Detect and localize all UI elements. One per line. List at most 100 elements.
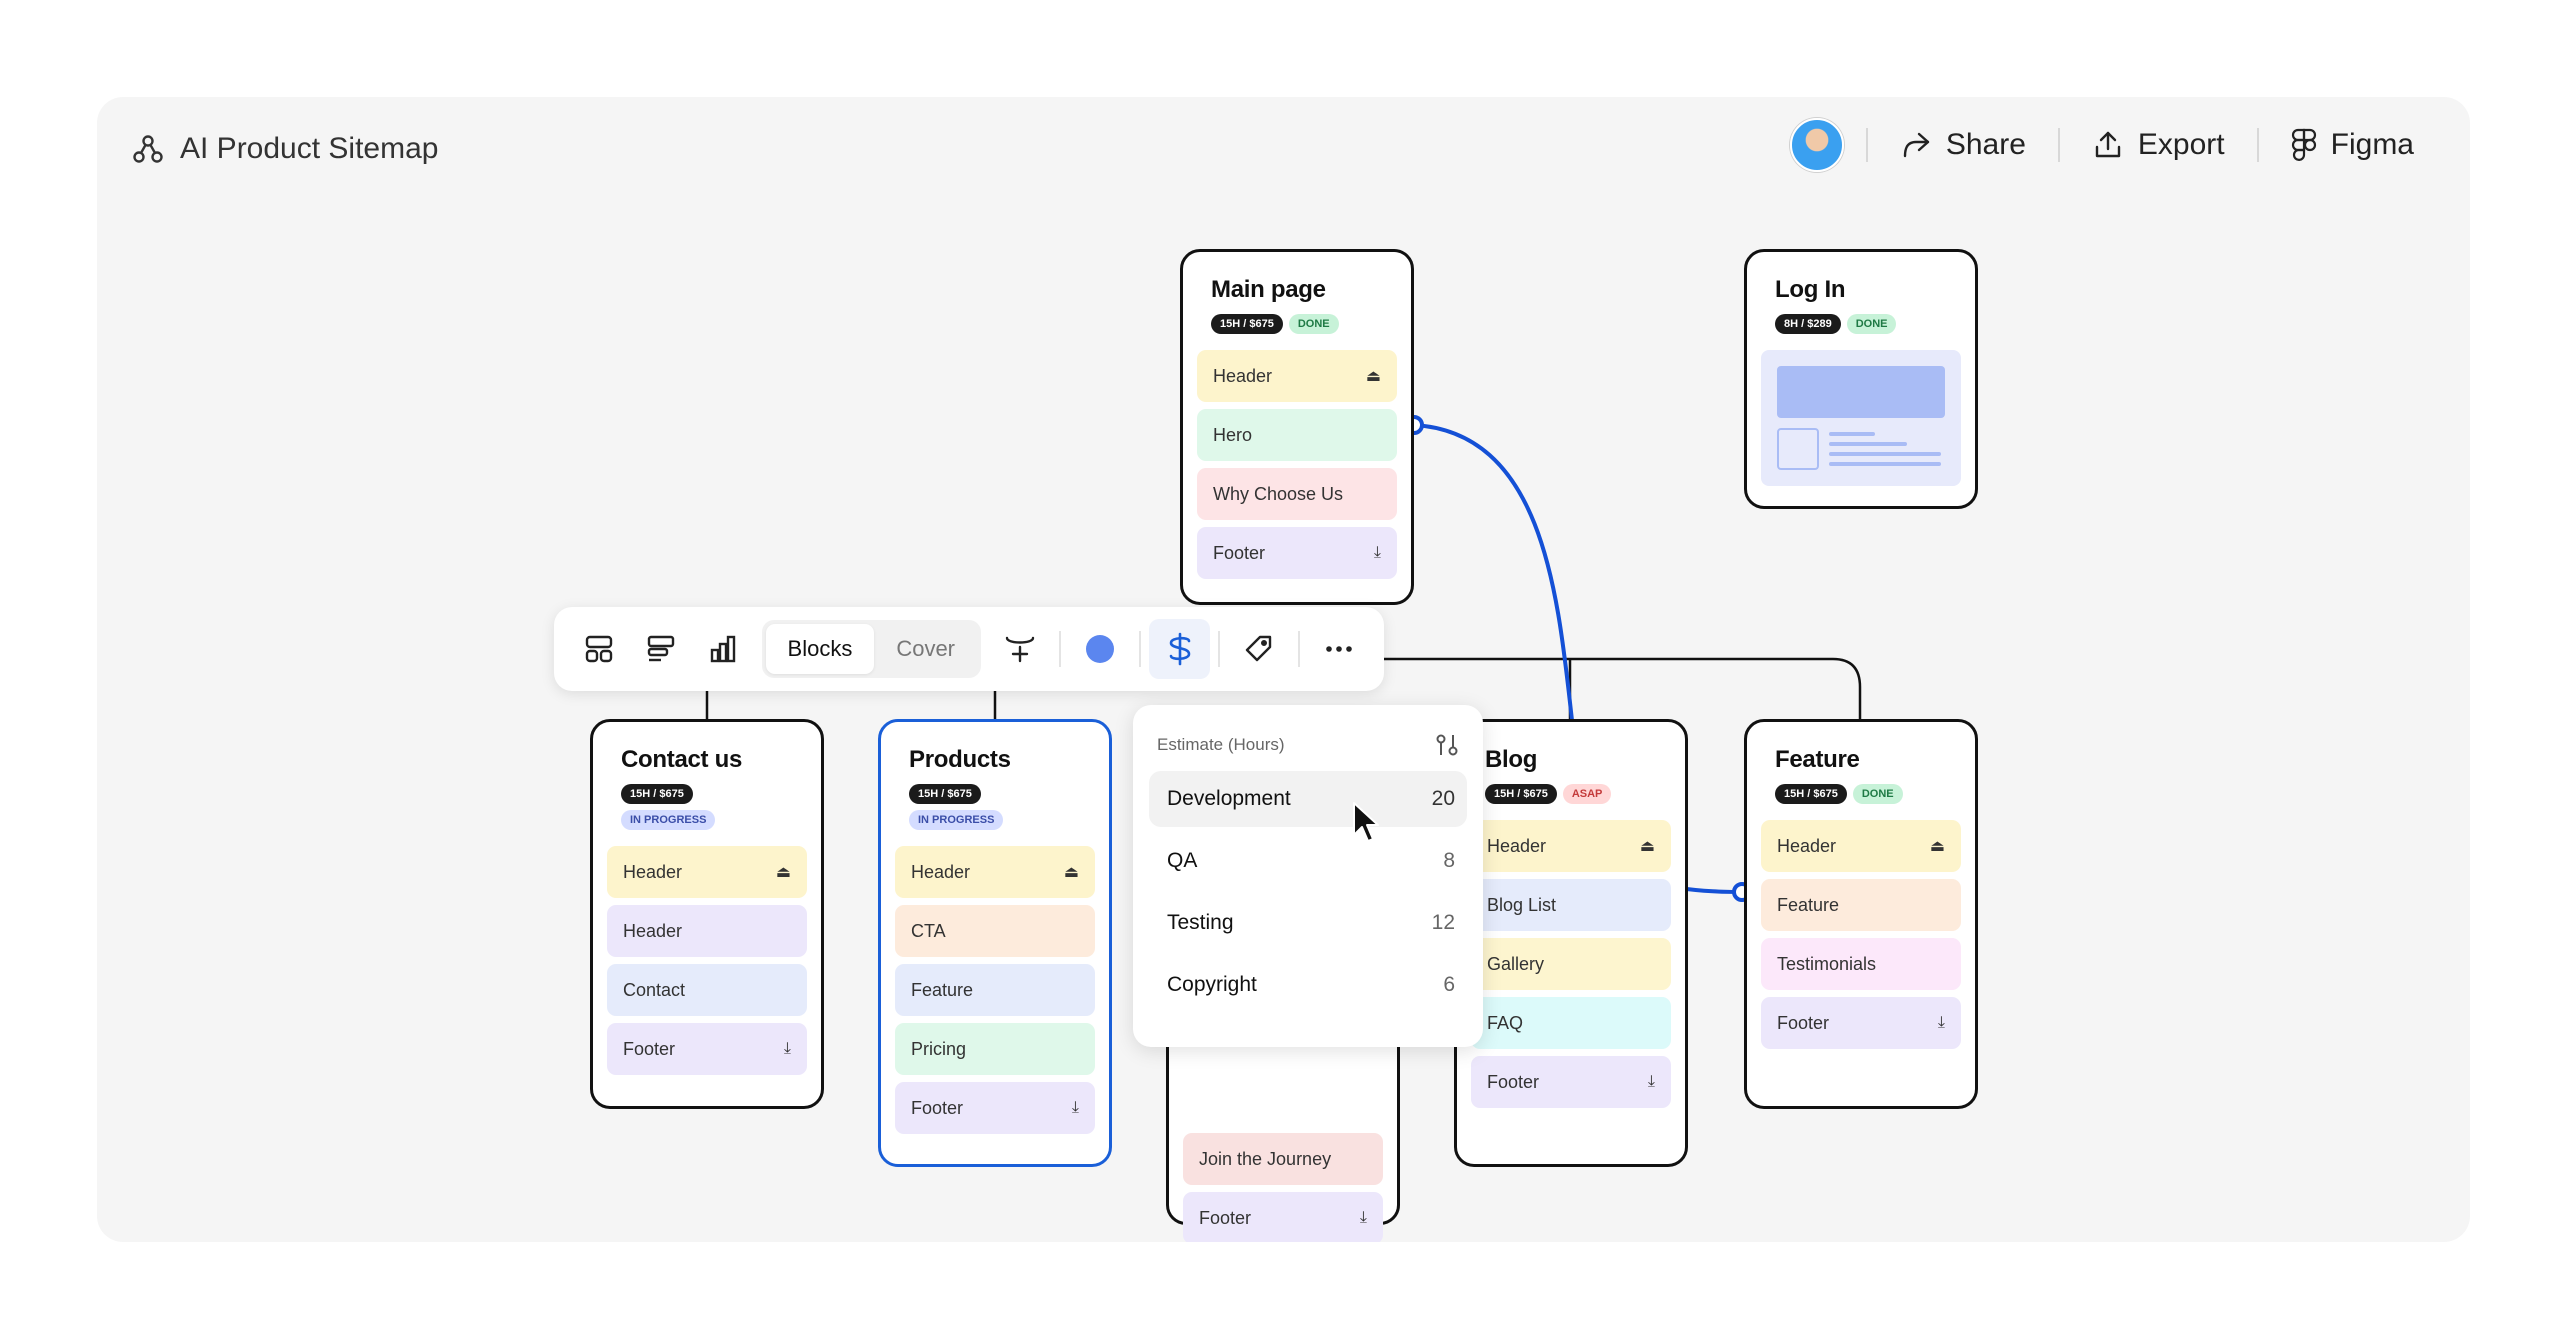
block-cta[interactable]: CTA	[895, 905, 1095, 957]
card-title: Log In	[1775, 276, 1846, 303]
sitemap-logo-icon	[132, 133, 164, 165]
divider	[1058, 631, 1061, 667]
share-icon	[1900, 130, 1932, 160]
block-contact[interactable]: Contact	[607, 964, 807, 1016]
status-badge: ASAP	[1562, 784, 1612, 804]
figma-icon	[2291, 128, 2317, 162]
block-why-choose-us[interactable]: Why Choose Us	[1197, 468, 1397, 520]
color-button[interactable]	[1069, 619, 1131, 679]
app-title: AI Product Sitemap	[180, 132, 439, 165]
divider	[1218, 631, 1221, 667]
view-segmented-control: Blocks Cover	[761, 620, 982, 678]
sitemap-canvas[interactable]: AI Product Sitemap Share Export	[97, 97, 2470, 1242]
pin-bottom-icon: ⤓	[1647, 1073, 1655, 1090]
chart-button[interactable]	[692, 619, 754, 679]
block-join-the-journey[interactable]: Join the Journey	[1183, 1133, 1383, 1185]
menu-item-development[interactable]: Development 20	[1149, 771, 1467, 827]
tag-button[interactable]	[1228, 619, 1290, 679]
divider	[2256, 128, 2259, 162]
figma-label: Figma	[2330, 128, 2414, 161]
cost-badge: 15H / $675	[621, 784, 693, 804]
status-badge: IN PROGRESS	[621, 810, 716, 830]
block-gallery[interactable]: Gallery	[1471, 938, 1671, 990]
pin-bottom-icon: ⤓	[1359, 1209, 1367, 1226]
status-badge: DONE	[1846, 314, 1897, 334]
card-main-page[interactable]: Main page 15H / $675 DONE Header⏏ Hero W…	[1180, 249, 1414, 605]
topbar-actions: Share Export Figma	[1789, 118, 2424, 172]
block-hero[interactable]: Hero	[1197, 409, 1397, 461]
card-feature[interactable]: Feature 15H / $675 DONE Header⏏ Feature …	[1744, 719, 1978, 1109]
bar-chart-icon	[710, 635, 735, 663]
app-header: AI Product Sitemap	[132, 129, 438, 169]
block-footer[interactable]: Footer⤓	[895, 1082, 1095, 1134]
figma-button[interactable]: Figma	[2281, 128, 2424, 162]
insert-icon	[1005, 636, 1035, 663]
pin-top-icon: ⏏	[1929, 838, 1945, 855]
layout-button[interactable]	[568, 619, 630, 679]
card-contact-us[interactable]: Contact us 15H / $675 IN PROGRESS Header…	[590, 719, 824, 1109]
pin-top-icon: ⏏	[775, 864, 791, 881]
block-header[interactable]: Header⏏	[1471, 820, 1671, 872]
export-button[interactable]: Export	[2082, 128, 2235, 162]
menu-item-qa[interactable]: QA 8	[1167, 849, 1455, 872]
menu-title: Estimate (Hours)	[1157, 735, 1285, 754]
card-blog[interactable]: Blog 15H / $675 ASAP Header⏏ Blog List G…	[1454, 719, 1688, 1167]
insert-button[interactable]	[989, 619, 1051, 679]
divider	[1298, 631, 1301, 667]
estimate-button[interactable]	[1148, 619, 1211, 679]
card-title: Blog	[1485, 746, 1538, 773]
settings-icon[interactable]	[1435, 733, 1459, 757]
upload-icon	[2092, 129, 2124, 161]
card-title: Main page	[1211, 276, 1326, 303]
avatar[interactable]	[1789, 118, 1844, 172]
status-badge: DONE	[1288, 314, 1339, 334]
block-pricing[interactable]: Pricing	[895, 1023, 1095, 1075]
block-testimonials[interactable]: Testimonials	[1761, 938, 1961, 990]
pin-top-icon: ⏏	[1063, 864, 1079, 881]
tag-icon	[1246, 635, 1272, 662]
cost-badge: 15H / $675	[909, 784, 981, 804]
block-footer[interactable]: Footer⤓	[1761, 997, 1961, 1049]
dollar-icon	[1169, 632, 1190, 666]
cursor-icon	[1352, 801, 1382, 843]
more-button[interactable]	[1308, 619, 1370, 679]
card-title: Products	[909, 746, 1011, 773]
block-blog-list[interactable]: Blog List	[1471, 879, 1671, 931]
block-feature[interactable]: Feature	[895, 964, 1095, 1016]
block-header[interactable]: Header	[607, 905, 807, 957]
menu-item-testing[interactable]: Testing 12	[1167, 911, 1455, 934]
block-feature[interactable]: Feature	[1761, 879, 1961, 931]
cover-preview	[1761, 350, 1961, 486]
segment-blocks[interactable]: Blocks	[765, 624, 875, 674]
export-label: Export	[2137, 128, 2225, 161]
block-header[interactable]: Header⏏	[895, 846, 1095, 898]
align-button[interactable]	[630, 619, 692, 679]
floating-toolbar: Blocks Cover	[554, 607, 1384, 691]
cost-badge: 15H / $675	[1485, 784, 1557, 804]
menu-header: Estimate (Hours)	[1149, 727, 1467, 771]
pin-bottom-icon: ⤓	[1937, 1014, 1945, 1031]
align-left-icon	[647, 635, 674, 662]
block-header[interactable]: Header⏏	[1197, 350, 1397, 402]
menu-item-copyright[interactable]: Copyright 6	[1167, 973, 1455, 996]
card-products[interactable]: Products 15H / $675 IN PROGRESS Header⏏ …	[878, 719, 1112, 1167]
divider	[1865, 128, 1868, 162]
divider	[1138, 631, 1141, 667]
pin-top-icon: ⏏	[1365, 368, 1381, 385]
block-footer[interactable]: Footer⤓	[1197, 527, 1397, 579]
more-icon	[1326, 646, 1352, 652]
block-header[interactable]: Header⏏	[1761, 820, 1961, 872]
segment-cover[interactable]: Cover	[896, 636, 956, 661]
block-faq[interactable]: FAQ	[1471, 997, 1671, 1049]
color-swatch	[1085, 635, 1114, 663]
cost-badge: 15H / $675	[1211, 314, 1283, 334]
card-title: Contact us	[621, 746, 743, 773]
card-log-in[interactable]: Log In 8H / $289 DONE	[1744, 249, 1978, 509]
card-title: Feature	[1775, 746, 1860, 773]
layout-icon	[585, 635, 613, 663]
block-footer[interactable]: Footer⤓	[1183, 1192, 1383, 1242]
block-footer[interactable]: Footer⤓	[607, 1023, 807, 1075]
share-button[interactable]: Share	[1890, 128, 2036, 162]
block-header[interactable]: Header⏏	[607, 846, 807, 898]
block-footer[interactable]: Footer⤓	[1471, 1056, 1671, 1108]
